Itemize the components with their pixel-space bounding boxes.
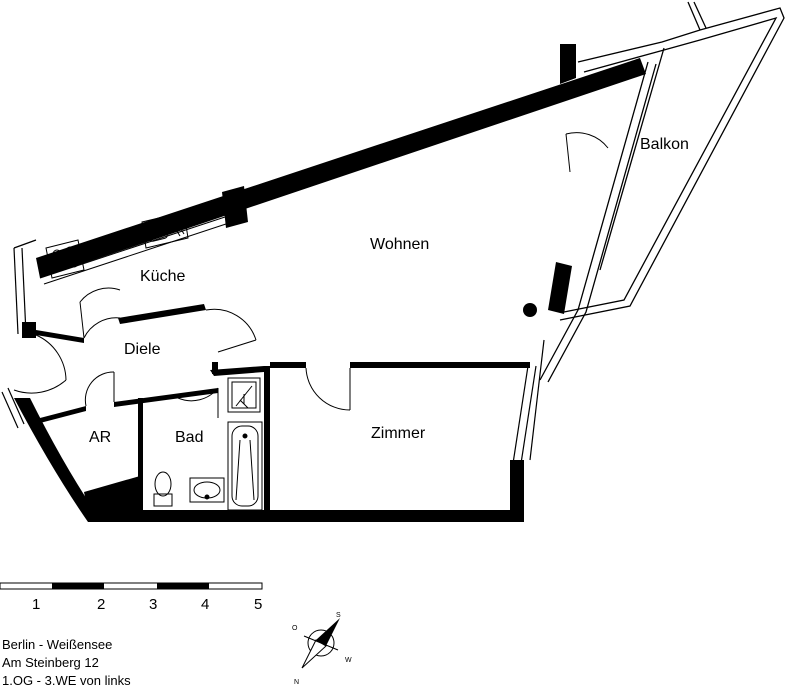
room-label-kueche: Küche: [140, 268, 185, 285]
compass-icon: S O N W: [292, 612, 352, 686]
address-line-street: Am Steinberg 12: [2, 655, 99, 670]
room-label-wohnen: Wohnen: [370, 236, 429, 253]
column-dot: [523, 303, 537, 317]
interior-walls: [36, 304, 530, 512]
door-swings: [13, 132, 609, 418]
room-label-zimmer: Zimmer: [371, 425, 426, 442]
sink-icon: [141, 211, 189, 249]
room-label-balkon: Balkon: [640, 136, 689, 153]
compass-letter-o: O: [292, 625, 298, 632]
scale-label-1: 1: [32, 596, 40, 613]
toilet-icon: [153, 471, 173, 507]
exterior-walls: [14, 44, 646, 522]
shower-icon: [227, 377, 261, 413]
address-line-city: Berlin - Weißensee: [2, 637, 113, 652]
room-label-ar: AR: [89, 429, 111, 446]
washbasin-icon: [189, 477, 225, 503]
scale-label-5: 5: [254, 596, 262, 613]
stove-icon: [45, 239, 85, 279]
room-labels: Balkon Wohnen Küche Diele AR Bad Zimmer: [89, 136, 689, 446]
room-label-bad: Bad: [175, 429, 203, 446]
room-label-diele: Diele: [124, 341, 161, 358]
bathtub-icon: [227, 421, 263, 511]
scale-label-3: 3: [149, 596, 157, 613]
compass-letter-w: W: [345, 657, 352, 664]
compass-letter-s: S: [336, 612, 341, 619]
address-line-unit: 1.OG - 3.WE von links: [2, 673, 131, 688]
scale-label-2: 2: [97, 596, 105, 613]
scale-label-4: 4: [201, 596, 209, 613]
compass-letter-n: N: [294, 679, 299, 686]
kitchen-counter: [39, 215, 233, 285]
scale-bar: 1 2 3 4 5: [0, 582, 263, 613]
windows: [1, 239, 545, 471]
balcony-outline: [539, 1, 785, 383]
